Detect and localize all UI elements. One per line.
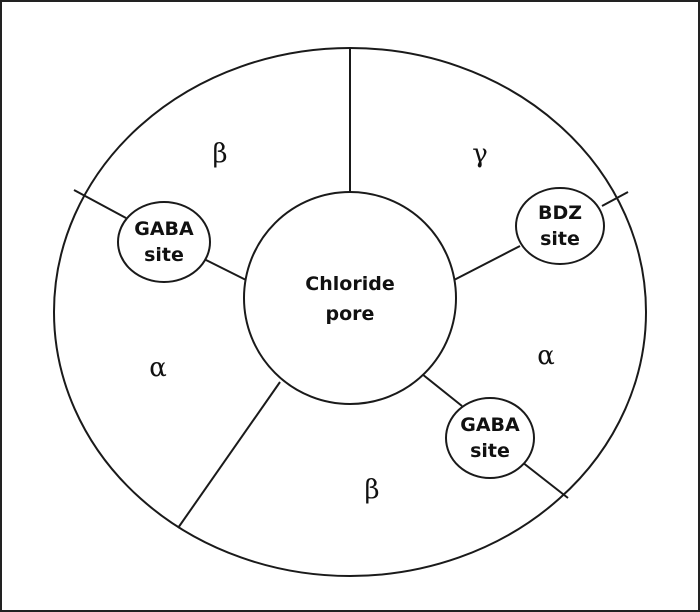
gaba-site-left <box>117 201 211 283</box>
pore-label-line1: Chloride <box>305 273 394 295</box>
gaba-site-left-line2: site <box>144 244 184 266</box>
divider-upper-left-inner <box>201 257 247 281</box>
bdz-site <box>515 187 605 265</box>
bdz-site-line2: site <box>540 228 580 250</box>
pore-label-line2: pore <box>326 303 375 325</box>
divider-upper-right-outer <box>601 191 629 207</box>
divider-lower-right-inner <box>421 373 463 407</box>
bdz-site-line1: BDZ <box>538 202 582 224</box>
subunit-alpha-left: α <box>149 353 167 383</box>
subunit-beta-top-left: β <box>212 139 227 169</box>
gaba-site-left-line1: GABA <box>134 218 194 240</box>
divider-lower-left <box>177 381 281 529</box>
subunit-alpha-right: α <box>537 341 555 371</box>
divider-upper-right-inner <box>453 245 521 281</box>
subunit-gamma-top-right: γ <box>472 139 488 169</box>
gaba-site-right <box>445 397 535 479</box>
gaba-site-right-line1: GABA <box>460 414 520 436</box>
divider-lower-right-outer <box>521 461 569 499</box>
subunit-beta-bottom: β <box>364 475 379 505</box>
divider-upper-left-outer <box>73 189 127 219</box>
chloride-pore <box>243 191 457 405</box>
gaba-site-right-line2: site <box>470 440 510 462</box>
